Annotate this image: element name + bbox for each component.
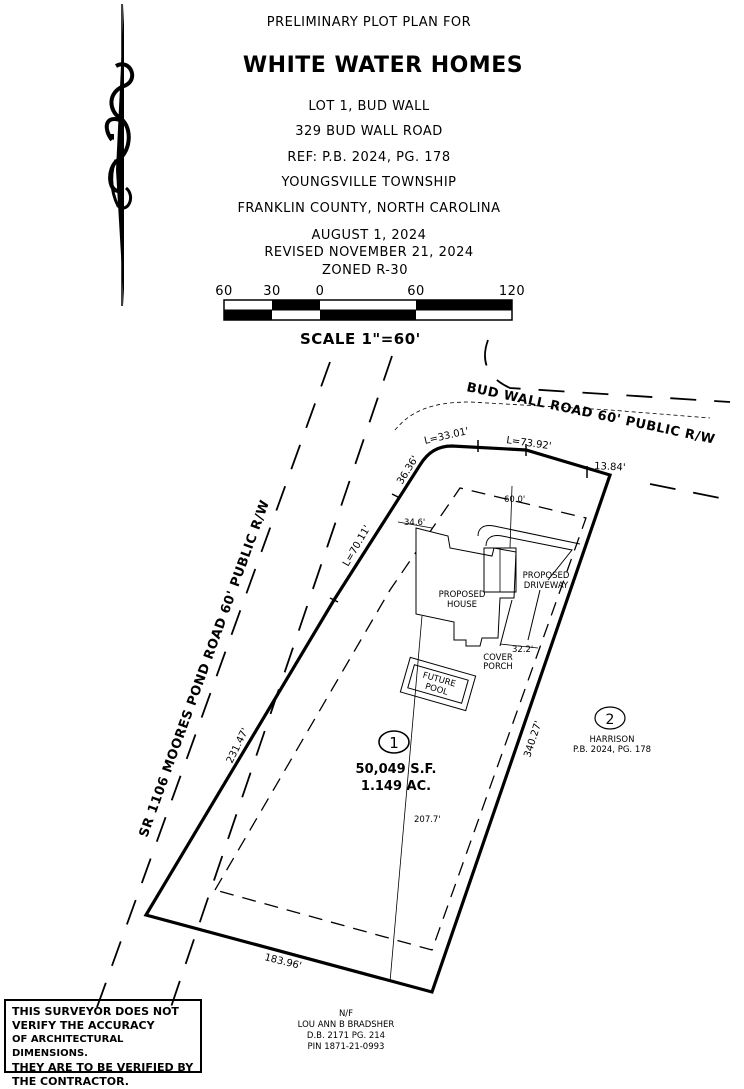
- title-address: 329 BUD WALL ROAD: [295, 124, 443, 139]
- north-arrow-icon: [104, 4, 135, 306]
- dim-arc-33: L=33.01': [423, 426, 470, 447]
- title-ref: REF: P.B. 2024, PG. 178: [287, 150, 450, 165]
- title-county: FRANKLIN COUNTY, NORTH CAROLINA: [237, 201, 500, 216]
- right-of-way-lines: [95, 339, 731, 1011]
- boundary-ticks: [329, 440, 588, 603]
- driveway-label-2: DRIVEWAY: [524, 581, 569, 591]
- title-company: WHITE WATER HOMES: [243, 53, 523, 78]
- disclaimer-line: VERIFY THE ACCURACY: [12, 1019, 155, 1032]
- road-label-bud-wall: BUD WALL ROAD 60' PUBLIC R/W: [465, 380, 716, 447]
- lot-1-label: 1 50,049 S.F. 1.149 AC.: [356, 730, 437, 794]
- road-edge: [394, 401, 711, 431]
- dim-setback-32: 32.2': [512, 645, 533, 655]
- scale-bar: 60 30 0 60 120 SCALE 1"=60': [215, 284, 525, 348]
- title-date: AUGUST 1, 2024: [312, 228, 427, 243]
- scale-tick-60b: 60: [407, 284, 425, 299]
- scale-tick-30: 30: [263, 284, 281, 299]
- lot-boundary: [143, 444, 613, 994]
- lot-1-area-sf: 50,049 S.F.: [356, 762, 437, 777]
- adjoiner-label: N/F LOU ANN B BRADSHER D.B. 2171 PG. 214…: [298, 1009, 395, 1052]
- house-label-2: HOUSE: [447, 600, 477, 610]
- driveway-label-1: PROPOSED: [523, 571, 570, 581]
- setback-line: [214, 487, 587, 951]
- proposed-house: [415, 527, 517, 647]
- scale-tick-60a: 60: [215, 284, 233, 299]
- adjoiner-nf: N/F: [339, 1009, 353, 1019]
- adjoiner-name: LOU ANN B BRADSHER: [298, 1020, 395, 1030]
- disclaimer-line: THE CONTRACTOR.: [12, 1075, 129, 1088]
- adjoiner-pin: PIN 1871-21-0993: [308, 1042, 385, 1052]
- title-township: YOUNGSVILLE TOWNSHIP: [280, 175, 456, 190]
- dim-side-340: 340.27': [522, 720, 544, 759]
- dim-seg-13: 13.84': [594, 461, 626, 474]
- disclaimer-line: OF ARCHITECTURAL DIMENSIONS.: [12, 1034, 124, 1059]
- porch-label-1: COVER: [483, 653, 513, 663]
- scale-tick-0: 0: [316, 284, 325, 299]
- dim-setback-34: 34.6': [404, 518, 425, 528]
- lot-1-number: 1: [389, 734, 399, 752]
- road-label-moores-pond: SR 1106 MOORES POND ROAD 60' PUBLIC R/W: [137, 498, 273, 839]
- dimension-lines: [389, 485, 539, 983]
- future-pool: FUTURE POOL: [399, 656, 477, 712]
- disclaimer-line: THEY ARE TO BE VERIFIED BY: [12, 1061, 194, 1074]
- house-label-1: PROPOSED: [439, 590, 486, 600]
- porch-label-2: PORCH: [483, 662, 513, 672]
- title-lot: LOT 1, BUD WALL: [308, 99, 429, 114]
- title-zoned: ZONED R-30: [322, 263, 408, 278]
- lot-2-label: 2 HARRISON P.B. 2024, PG. 178: [573, 706, 651, 755]
- dim-setback-60: 60.0': [504, 495, 525, 505]
- lot-2-owner: HARRISON: [590, 735, 635, 745]
- scale-tick-120: 120: [499, 284, 525, 299]
- lot-2-ref: P.B. 2024, PG. 178: [573, 745, 651, 755]
- title-preliminary: PRELIMINARY PLOT PLAN FOR: [267, 15, 471, 30]
- title-block: PRELIMINARY PLOT PLAN FOR WHITE WATER HO…: [237, 15, 523, 278]
- title-revised: REVISED NOVEMBER 21, 2024: [264, 245, 473, 260]
- disclaimer-line: THIS SURVEYOR DOES NOT: [12, 1005, 179, 1018]
- lot-2-number: 2: [606, 712, 615, 728]
- adjoiner-db: D.B. 2171 PG. 214: [307, 1031, 385, 1041]
- proposed-driveway: [477, 525, 581, 545]
- lot-1-area-ac: 1.149 AC.: [361, 779, 431, 794]
- dim-depth-207: 207.7': [414, 815, 441, 825]
- scale-label: SCALE 1"=60': [300, 330, 421, 348]
- disclaimer-box: THIS SURVEYOR DOES NOT VERIFY THE ACCURA…: [4, 999, 202, 1088]
